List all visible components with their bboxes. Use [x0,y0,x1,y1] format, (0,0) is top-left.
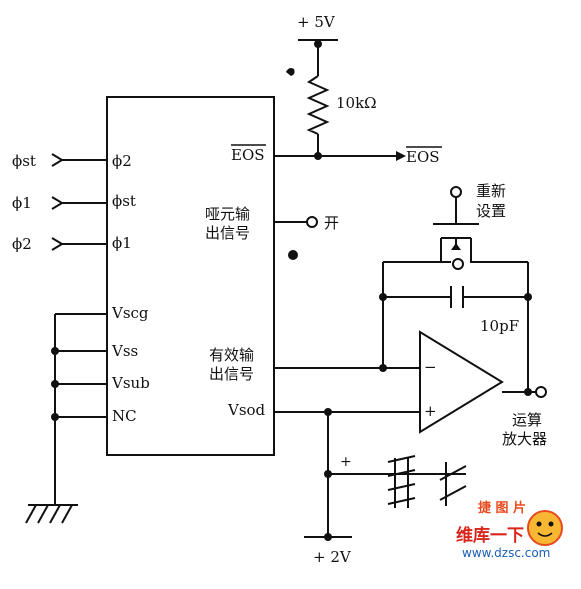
input-label-phi1: ϕ1 [12,194,32,212]
clock-input-2: ϕ1 [12,194,107,212]
battery-cell-1 [387,455,416,508]
ink-blot [288,250,298,260]
supply-2v-node [324,533,332,541]
watermark-url-text: www.dzsc.com [462,546,550,560]
opamp-minus-label: − [424,358,437,376]
open-terminal [306,216,318,228]
feedback-capacitor [383,286,528,308]
open-label: 开 [324,214,339,232]
pin-label-vss: Vss [111,342,138,360]
opamp-triangle [419,330,504,434]
capacitor-value-label: 10pF [480,317,519,335]
dummy-output-label-1: 哑元输 [205,205,250,223]
chip-eos-pin-label: EOS [231,146,265,164]
supply-2v-label: + 2V [313,548,352,566]
reset-label-1: 重新 [476,182,506,200]
watermark-logo: 捷 图 片 维库一下 www.dzsc.com [456,500,563,560]
pin-label-phist: ϕst [112,192,136,210]
valid-output-label-2: 出信号 [209,365,254,383]
battery-plus-label: + [340,454,352,470]
eos-arrow [396,151,406,161]
eos-output-label: EOS [406,148,440,166]
resistor-value-label: 10kΩ [336,94,377,112]
dummy-output-label-2: 出信号 [205,224,250,242]
clock-input-1: ϕst [12,152,107,170]
opamp-plus-label: + [424,402,437,420]
resistor-10k [306,75,330,135]
pin-label-vsub: Vsub [111,374,150,392]
pin-label-phi2: ϕ2 [112,152,132,170]
opamp-output-node [524,388,532,396]
vsod-pin-label: Vsod [227,401,266,419]
watermark-top-text: 捷 图 片 [478,500,526,516]
pin-label-vscg: Vscg [111,304,149,322]
ccd-chip-body [106,96,275,456]
opamp-label-1: 运算 [512,411,542,429]
supply-5v-label: + 5V [297,13,336,31]
opamp-label-2: 放大器 [502,430,547,448]
pin-label-nc: NC [112,407,137,425]
reset-switch [433,186,479,270]
pin-label-phi1: ϕ1 [112,234,132,252]
smudge-mark [286,68,295,76]
opamp-output-terminal [535,386,547,398]
eos-node [314,152,322,160]
battery-cell-2 [439,462,467,506]
watermark-brand-text: 维库一下 [456,525,524,546]
ground-bus [51,313,107,505]
ground-symbol [25,504,78,524]
reset-label-2: 设置 [476,202,506,220]
valid-output-label-1: 有效输 [209,346,254,364]
input-label-phi2: ϕ2 [12,235,32,253]
clock-input-3: ϕ2 [12,235,107,253]
watermark-mascot-icon [527,510,563,546]
input-label-phist: ϕst [12,152,36,170]
